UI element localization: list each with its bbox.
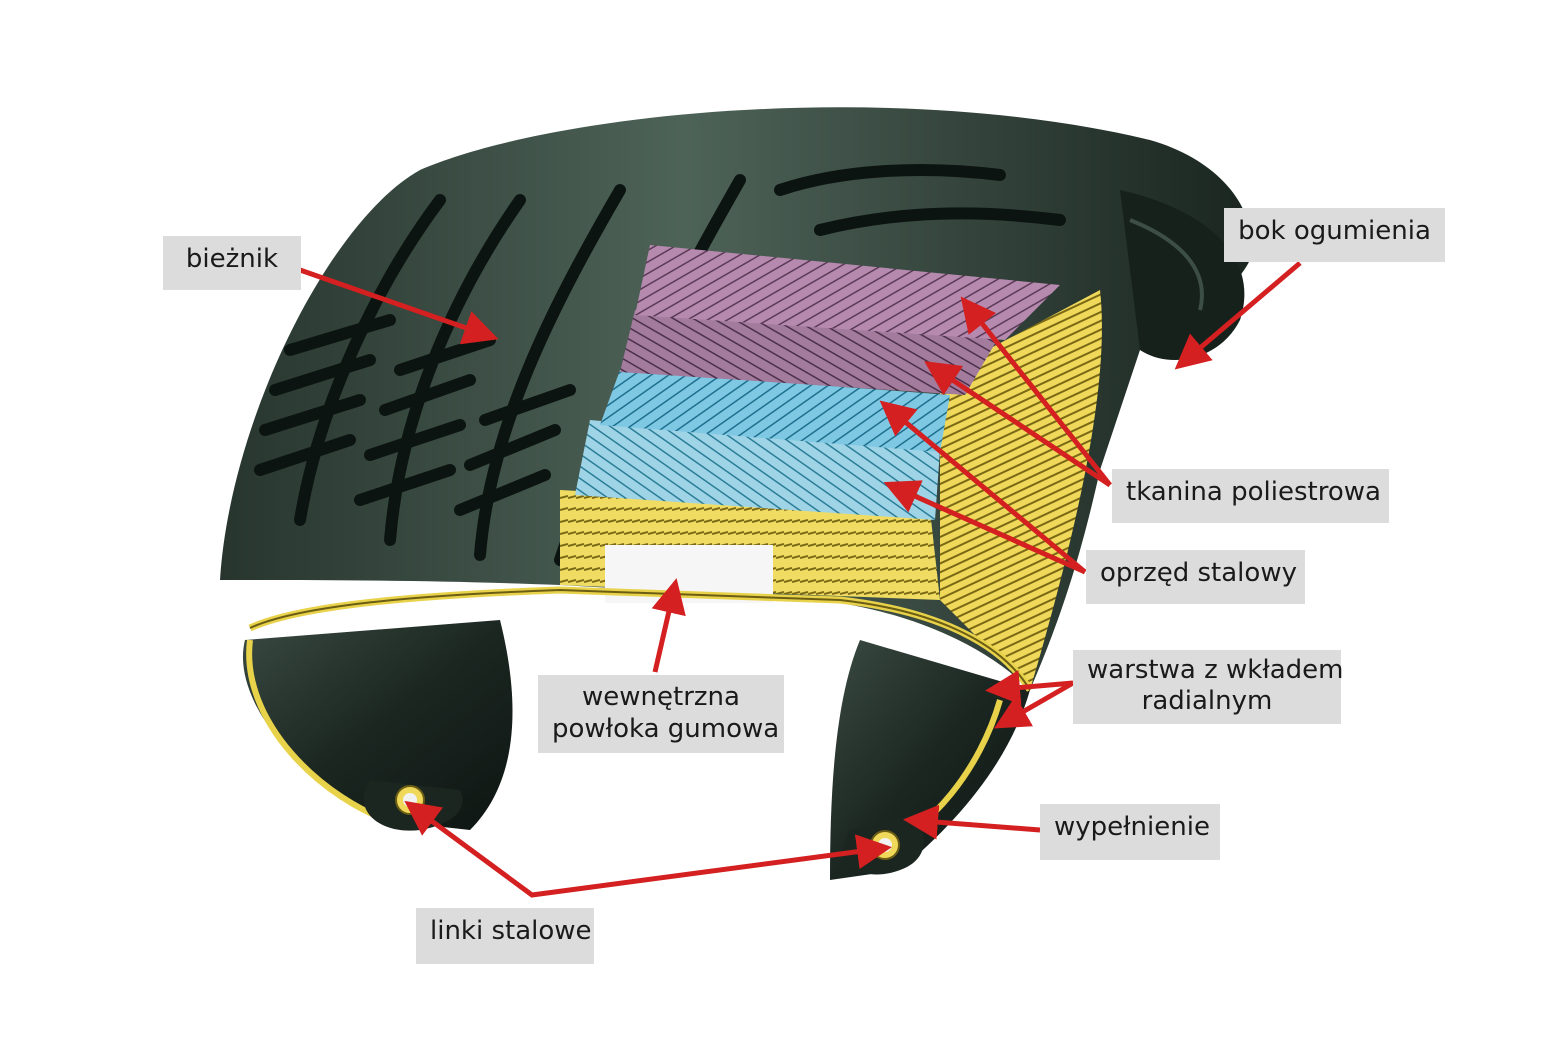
- label-radial-ply: warstwa z wkładem radialnym: [1073, 650, 1343, 724]
- arrow-polyester-2: [924, 361, 1112, 488]
- arrow-tread: [299, 267, 499, 345]
- arrow-sidewall: [1174, 261, 1302, 370]
- arrow-polyester-1: [960, 296, 1112, 487]
- arrow-steel-1: [879, 400, 1087, 574]
- label-tread: bieżnik: [163, 236, 301, 290]
- arrow-steel-2: [883, 480, 1087, 575]
- steel-belt-layer-lower: [575, 420, 940, 520]
- arrow-bead-wires: [404, 800, 892, 898]
- label-inner-liner: wewnętrzna powłoka gumowa: [538, 675, 784, 753]
- label-steel-belt: oprzęd stalowy: [1086, 550, 1305, 604]
- label-polyester: tkanina poliestrowa: [1112, 469, 1389, 523]
- carcass-ribbon: [248, 586, 1033, 692]
- arrow-radial-ply-1: [985, 670, 1074, 706]
- cutaway-layers: [560, 245, 1102, 690]
- label-bead-wires: linki stalowe: [416, 908, 594, 964]
- steel-belt-layer-upper: [600, 370, 950, 452]
- label-sidewall: bok ogumienia: [1224, 208, 1445, 262]
- arrow-inner-liner: [651, 578, 686, 673]
- arrow-filler: [903, 804, 1041, 840]
- arrows: [299, 261, 1302, 898]
- label-filler: wypełnienie: [1040, 804, 1220, 860]
- polyester-layer-upper: [635, 245, 1060, 340]
- arrow-radial-ply-2: [993, 680, 1075, 729]
